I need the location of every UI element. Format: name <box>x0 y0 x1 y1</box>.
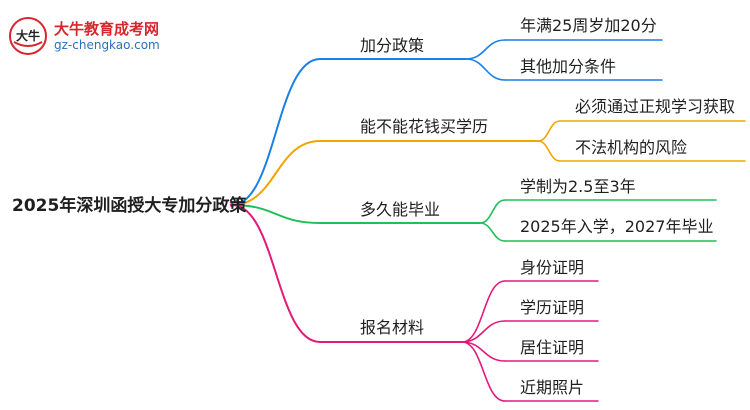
leaf-connector <box>461 341 506 402</box>
leaf-connector <box>479 199 506 224</box>
logo-url: gz-chengkao.com <box>54 38 160 52</box>
logo-title: 大牛教育成考网 <box>54 20 160 38</box>
site-logo: 大牛 大牛教育成考网 gz-chengkao.com <box>8 14 208 58</box>
leaf-other-bonus: 其他加分条件 <box>520 57 617 76</box>
leaf-age-bonus: 年满25周岁加20分 <box>520 16 657 35</box>
mindmap-root: 2025年深圳函授大专加分政策 <box>12 196 247 216</box>
leaf-study-duration: 学制为2.5至3年 <box>520 177 636 196</box>
root-junction <box>230 203 234 207</box>
leaf-connector <box>465 39 506 60</box>
leaf-connector <box>537 120 561 142</box>
branch-application-materials: 报名材料 <box>360 318 425 337</box>
logo-badge-text: 大牛 <box>16 28 40 43</box>
branch-connector <box>231 140 321 206</box>
leaf-enroll-graduate: 2025年入学，2027年毕业 <box>520 217 714 236</box>
leaf-formal-study: 必须通过正规学习获取 <box>575 97 736 116</box>
leaf-illegal-risk: 不法机构的风险 <box>575 138 688 157</box>
leaf-recent-photo: 近期照片 <box>520 378 585 397</box>
leaf-residence-proof: 居住证明 <box>520 338 585 357</box>
leaf-education-proof: 学历证明 <box>520 298 585 317</box>
branch-connector <box>231 204 321 224</box>
branch-graduation-time: 多久能毕业 <box>360 200 441 219</box>
branch-bonus-policy: 加分政策 <box>360 36 425 55</box>
leaf-id-proof: 身份证明 <box>520 258 585 277</box>
branch-buy-degree: 能不能花钱买学历 <box>360 117 489 136</box>
logo-badge-icon: 大牛 <box>9 17 47 55</box>
leaf-connector <box>465 58 506 81</box>
branch-connector <box>231 58 321 206</box>
leaf-connector <box>461 320 506 343</box>
leaf-connector <box>537 140 561 162</box>
branch-connector <box>231 204 321 343</box>
leaf-connector <box>479 222 506 242</box>
leaf-connector <box>461 280 506 343</box>
